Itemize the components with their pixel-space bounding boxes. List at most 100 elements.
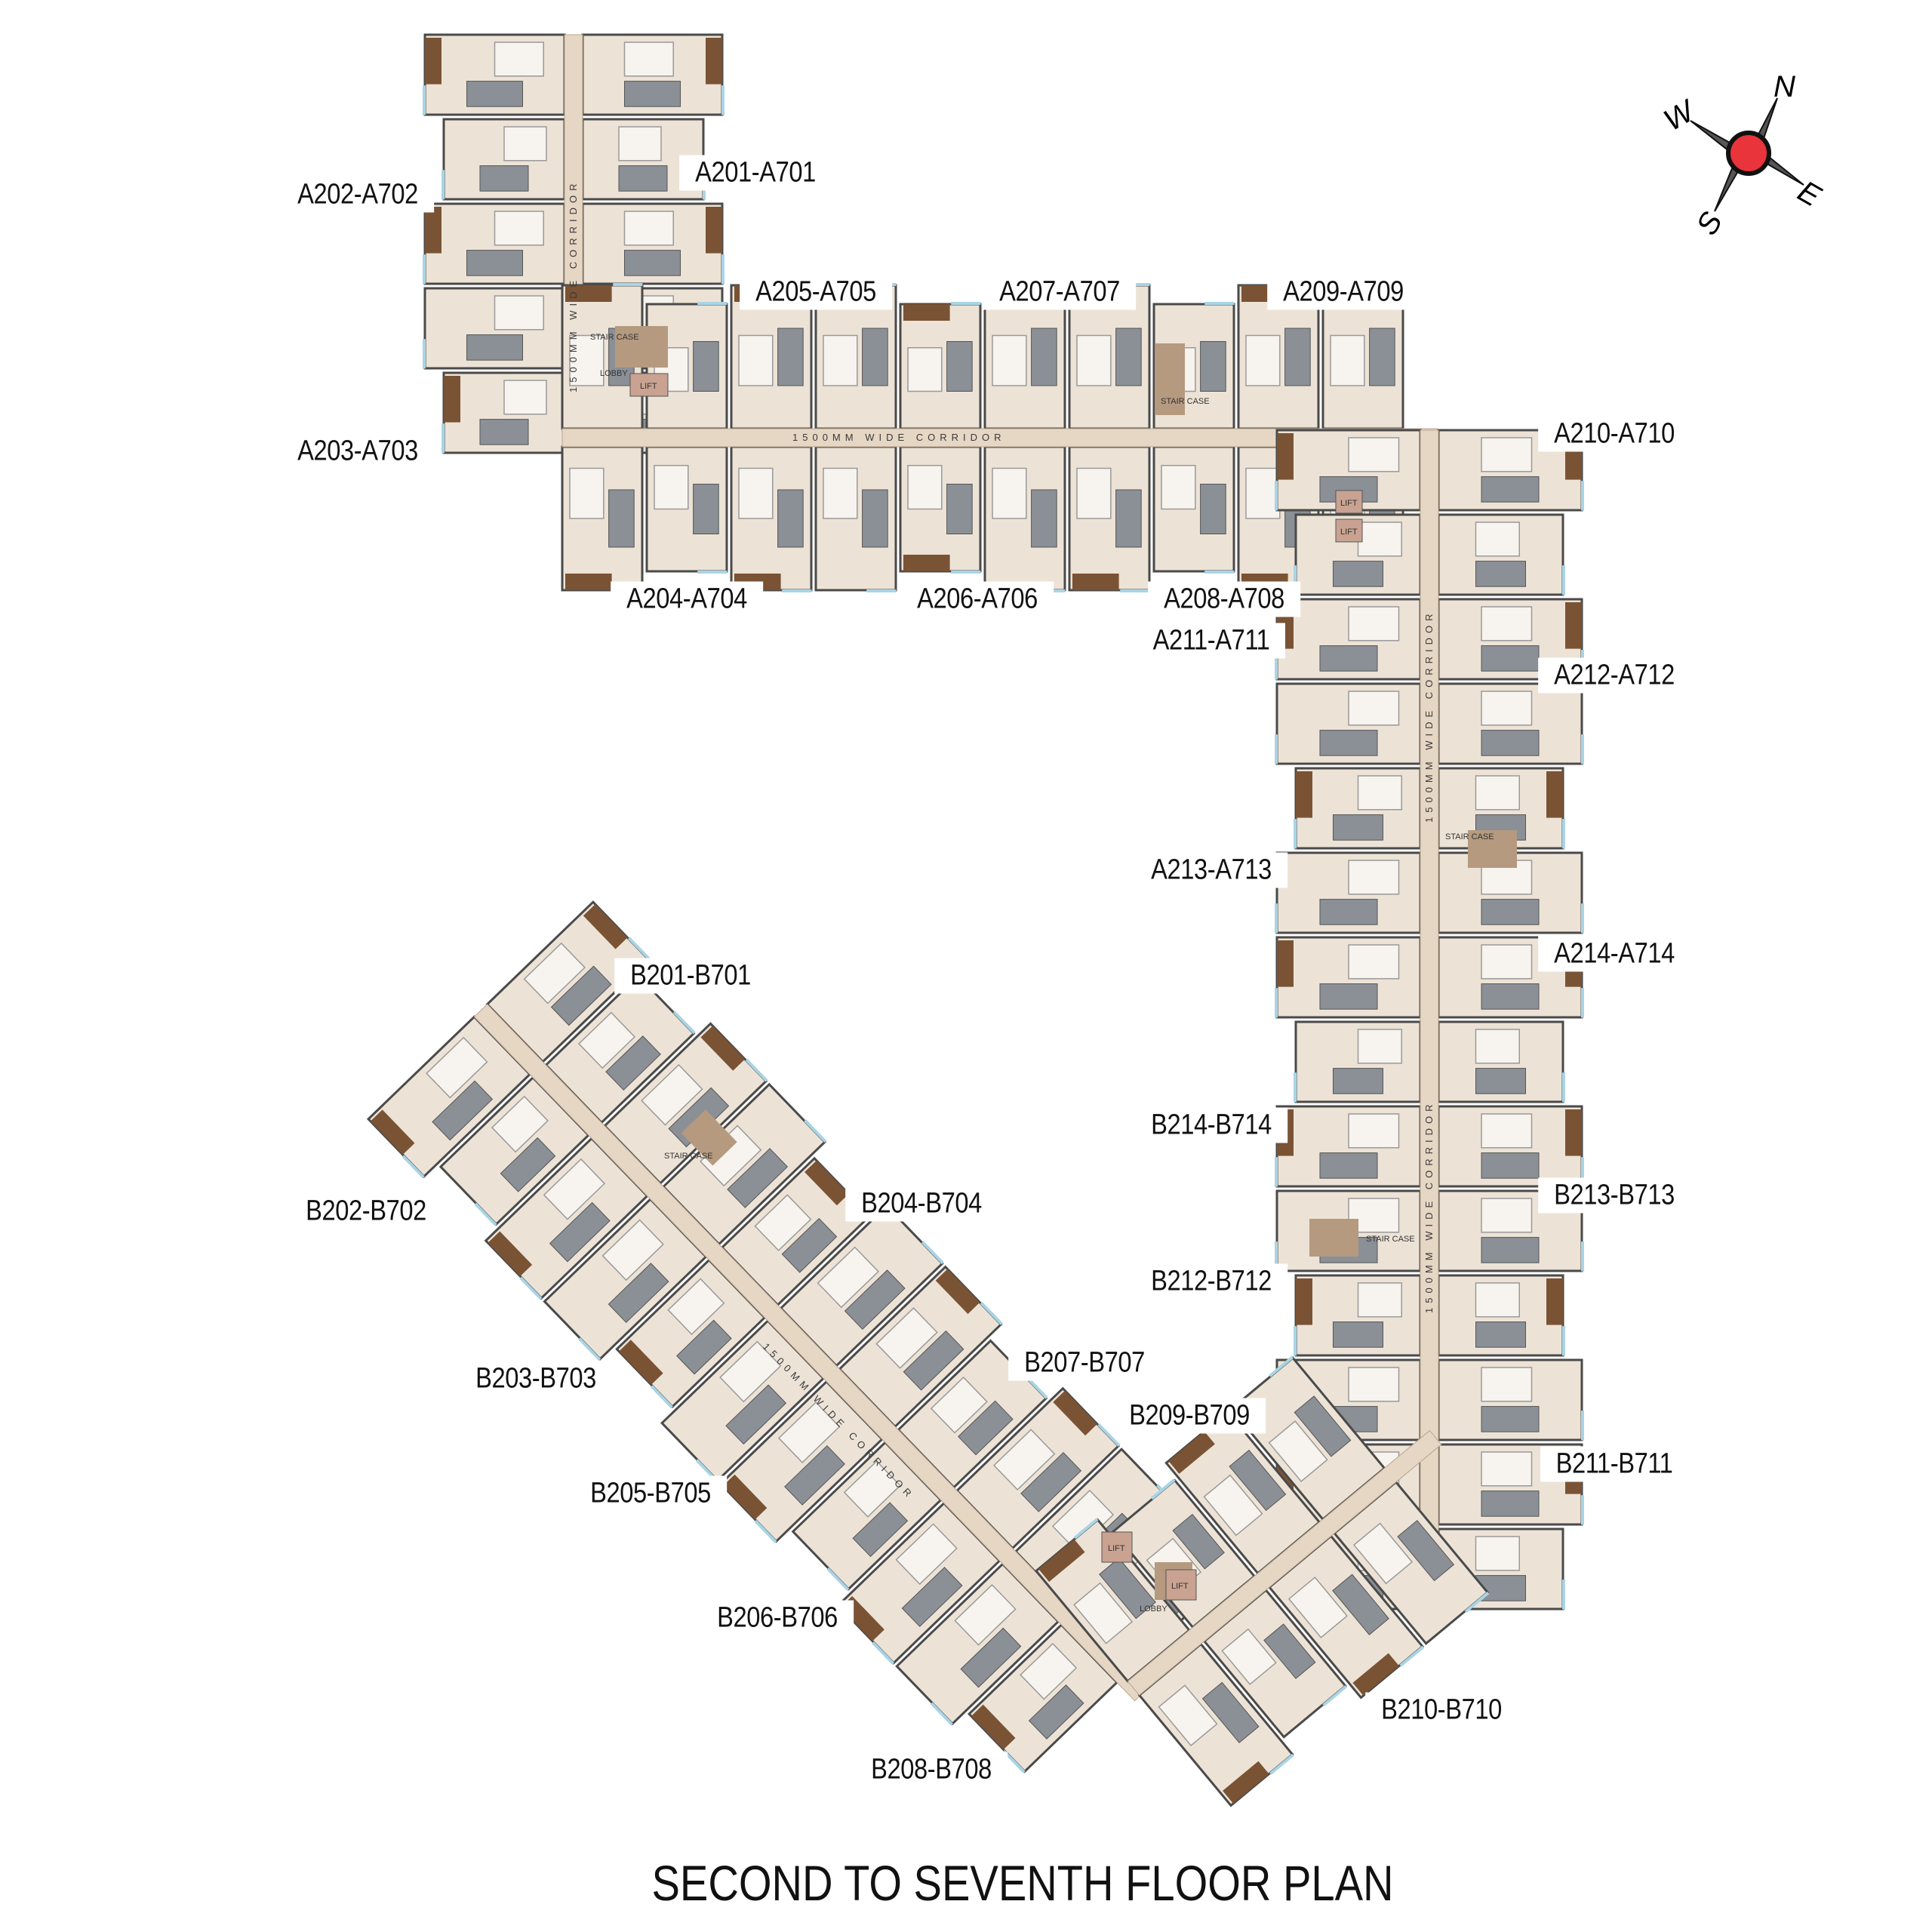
room xyxy=(1158,1684,1218,1746)
staircase-label: STAIR CASE xyxy=(1161,397,1210,406)
compass-s: S xyxy=(1690,207,1730,241)
lift-label: LIFT xyxy=(1171,1582,1189,1591)
room xyxy=(1348,437,1400,472)
bed-furniture xyxy=(432,1080,494,1141)
window xyxy=(1204,571,1235,574)
building-wing xyxy=(1034,1355,1490,1807)
room xyxy=(875,1307,938,1369)
unit-label-text: A208-A708 xyxy=(1164,583,1284,615)
window xyxy=(697,302,728,305)
balcony xyxy=(1277,433,1294,480)
unit-label-text: B212-B712 xyxy=(1151,1265,1272,1297)
window xyxy=(951,302,981,305)
room xyxy=(1357,775,1402,811)
room xyxy=(1348,1113,1400,1149)
bed-furniture xyxy=(550,965,612,1026)
room xyxy=(1348,606,1400,641)
bed-furniture xyxy=(727,1148,789,1208)
bed-furniture xyxy=(605,1035,661,1091)
unit-label: B208-B708 xyxy=(855,1752,1008,1788)
bed-furniture xyxy=(1475,1068,1526,1094)
unit-label: A214-A714 xyxy=(1538,936,1690,972)
window xyxy=(697,571,728,574)
balcony xyxy=(565,574,612,590)
bed-furniture xyxy=(1333,814,1383,841)
bed-furniture xyxy=(1031,489,1057,548)
room xyxy=(907,465,943,510)
bed-furniture xyxy=(946,484,973,534)
room xyxy=(1203,1474,1263,1537)
unit-label-text: B207-B707 xyxy=(1024,1346,1145,1379)
unit-label: B213-B713 xyxy=(1538,1177,1690,1214)
room xyxy=(569,467,605,519)
unit-label: A204-A704 xyxy=(611,581,763,617)
window xyxy=(921,1241,944,1265)
window xyxy=(650,1385,673,1409)
bed-furniture xyxy=(781,1217,838,1273)
balcony xyxy=(903,555,950,571)
unit-label: B206-B706 xyxy=(701,1600,854,1636)
room xyxy=(1481,606,1533,641)
unit-label-text: A213-A713 xyxy=(1151,854,1272,886)
window xyxy=(519,1276,543,1300)
balcony xyxy=(1072,574,1119,590)
balcony xyxy=(935,1269,980,1315)
room xyxy=(1357,1029,1402,1064)
room xyxy=(1481,1451,1533,1487)
balcony xyxy=(1352,1653,1399,1696)
unit-label-text: A203-A703 xyxy=(297,435,418,467)
unit-label-text: A204-A704 xyxy=(626,583,747,615)
bed-furniture xyxy=(1481,1152,1540,1179)
window xyxy=(866,589,897,592)
bed-furniture xyxy=(901,1567,963,1627)
window xyxy=(1581,481,1584,511)
window xyxy=(721,85,724,115)
unit-label-text: B203-B703 xyxy=(475,1362,596,1395)
window xyxy=(1275,988,1278,1018)
bed-furniture xyxy=(844,1269,906,1331)
unit-label: B202-B702 xyxy=(290,1193,442,1229)
unit-label: B201-B701 xyxy=(614,958,767,994)
bed-furniture xyxy=(1294,1395,1352,1457)
window xyxy=(1204,302,1235,305)
plan-title: SECOND TO SEVENTH FLOOR PLAN xyxy=(651,1855,1394,1911)
lift xyxy=(1101,1531,1133,1563)
bed-furniture xyxy=(862,328,888,386)
room xyxy=(543,1158,606,1220)
lift-core-a-corner: LIFT LIFT xyxy=(1335,490,1363,543)
room xyxy=(930,1376,988,1434)
window xyxy=(578,1337,601,1361)
unit-label: A205-A705 xyxy=(740,274,892,310)
window xyxy=(1322,1684,1348,1707)
room xyxy=(843,1460,901,1518)
window xyxy=(423,85,426,115)
unit-label-text: A214-A714 xyxy=(1554,937,1675,970)
room xyxy=(1348,1367,1400,1402)
room xyxy=(1245,467,1281,519)
bed-furniture xyxy=(676,1319,732,1375)
room xyxy=(503,126,547,162)
window xyxy=(1025,1375,1048,1399)
bed-furniture xyxy=(1200,484,1226,534)
room xyxy=(992,467,1027,519)
bed-furniture xyxy=(784,1444,845,1506)
bed-furniture xyxy=(479,165,529,192)
window xyxy=(423,339,426,369)
window xyxy=(1562,819,1565,849)
balcony xyxy=(971,1704,1016,1750)
window xyxy=(1275,1157,1278,1187)
bed-furniture xyxy=(1369,328,1395,386)
unit-label: A206-A706 xyxy=(901,581,1054,617)
room xyxy=(1481,944,1533,980)
bed-furniture xyxy=(1481,645,1540,672)
unit-label: B204-B704 xyxy=(845,1186,998,1222)
bed-furniture xyxy=(1201,1681,1260,1743)
bed-furniture xyxy=(618,165,668,192)
unit-label-text: B202-B702 xyxy=(306,1195,426,1227)
room xyxy=(494,42,544,77)
bed-furniture xyxy=(1020,1451,1082,1512)
bed-furniture xyxy=(1333,1068,1383,1094)
bed-furniture xyxy=(862,489,888,548)
room xyxy=(823,467,858,519)
bed-furniture xyxy=(1031,328,1057,386)
